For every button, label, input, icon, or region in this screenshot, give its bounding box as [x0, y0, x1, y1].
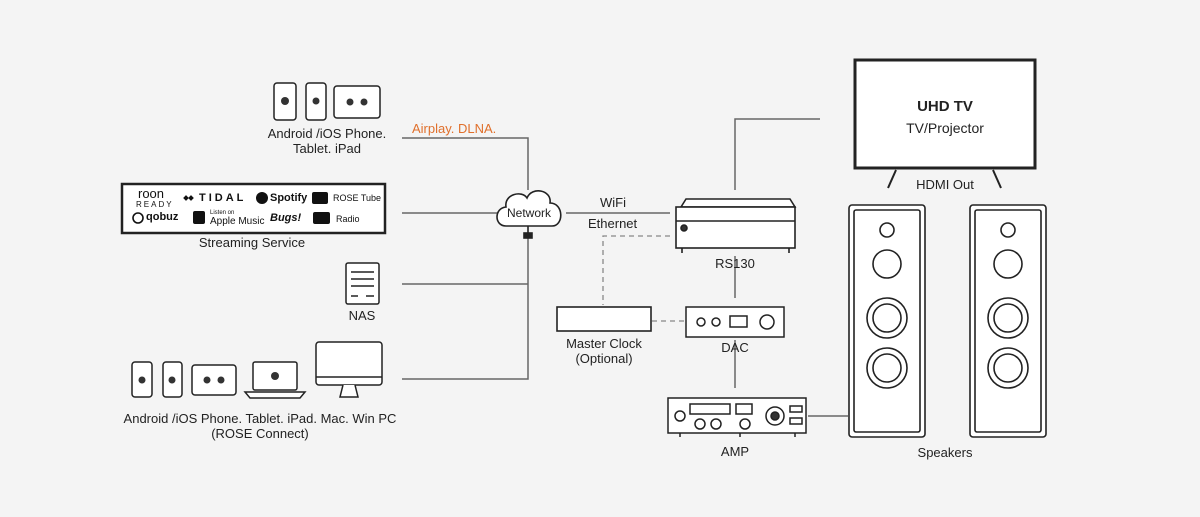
hdmi-out-label: HDMI Out — [916, 177, 974, 192]
mobile-top-label-line2: Tablet. iPad — [293, 141, 361, 156]
dac-label: DAC — [721, 340, 749, 355]
master-clock-label-line1: Master Clock — [566, 336, 642, 351]
network-label: Network — [506, 206, 551, 220]
tidal-icon — [183, 195, 194, 201]
tablet-bottom-icon — [191, 364, 237, 396]
phone-android-bottom-icon — [131, 361, 153, 398]
spotify-logo-text: Spotify — [270, 192, 308, 204]
rose-tube-logo-text: ROSE Tube — [333, 193, 382, 203]
rs130-label: RS130 — [715, 256, 755, 271]
phone-android-icon — [273, 82, 297, 121]
laptop-icon — [243, 361, 307, 399]
nas-icon — [345, 262, 380, 305]
qobuz-logo-text: qobuz — [146, 211, 179, 223]
tidal-logo-text: TIDAL — [199, 192, 247, 204]
service-logo-icons — [132, 192, 330, 224]
tv-subtitle: TV/Projector — [906, 120, 984, 136]
imac-icon — [315, 341, 383, 398]
youtube-icon — [312, 192, 328, 204]
speakers-label: Speakers — [917, 445, 973, 460]
radio-logo-text: Radio — [336, 214, 360, 224]
mobile-top-label-line1: Android /iOS Phone. — [267, 126, 387, 141]
radio-icon — [313, 212, 330, 224]
nas-label: NAS — [348, 308, 376, 323]
clock-dashed-lines — [602, 235, 686, 322]
connection-lines — [402, 118, 848, 417]
spotify-icon — [256, 192, 268, 204]
roon-ready-text: READY — [136, 200, 174, 209]
tv-device — [853, 58, 1037, 189]
tv-title: UHD TV — [917, 98, 973, 115]
qobuz-icon — [132, 212, 144, 224]
bugs-logo-text: Bugs! — [270, 212, 302, 224]
devices-bottom-label-line1: Android /iOS Phone. Tablet. iPad. Mac. W… — [123, 411, 397, 426]
dac-device — [685, 306, 785, 338]
speaker-left — [848, 204, 926, 438]
streaming-service-box — [120, 182, 387, 235]
devices-bottom-label-line2: (ROSE Connect) — [211, 426, 309, 441]
amp-label: AMP — [720, 444, 750, 459]
streaming-service-label: Streaming Service — [198, 235, 306, 250]
apple-music-icon — [193, 211, 205, 224]
apple-music-small-text: Listen on — [210, 210, 235, 216]
master-clock-device — [556, 306, 652, 332]
speaker-right — [969, 204, 1047, 438]
roon-logo-text: roon — [138, 186, 165, 201]
amp-device — [667, 397, 807, 437]
master-clock-label-line2: (Optional) — [575, 351, 633, 366]
phone-ios-bottom-icon — [162, 361, 183, 398]
rs130-device — [675, 198, 797, 253]
airplay-label: Airplay. DLNA. — [412, 121, 497, 136]
phone-ios-icon — [305, 82, 327, 121]
network-cloud-icon — [496, 190, 562, 239]
wifi-label: WiFi — [600, 195, 626, 210]
ethernet-label: Ethernet — [588, 216, 638, 231]
apple-music-logo-text: Apple Music — [210, 216, 265, 227]
tablet-icon — [333, 85, 381, 119]
